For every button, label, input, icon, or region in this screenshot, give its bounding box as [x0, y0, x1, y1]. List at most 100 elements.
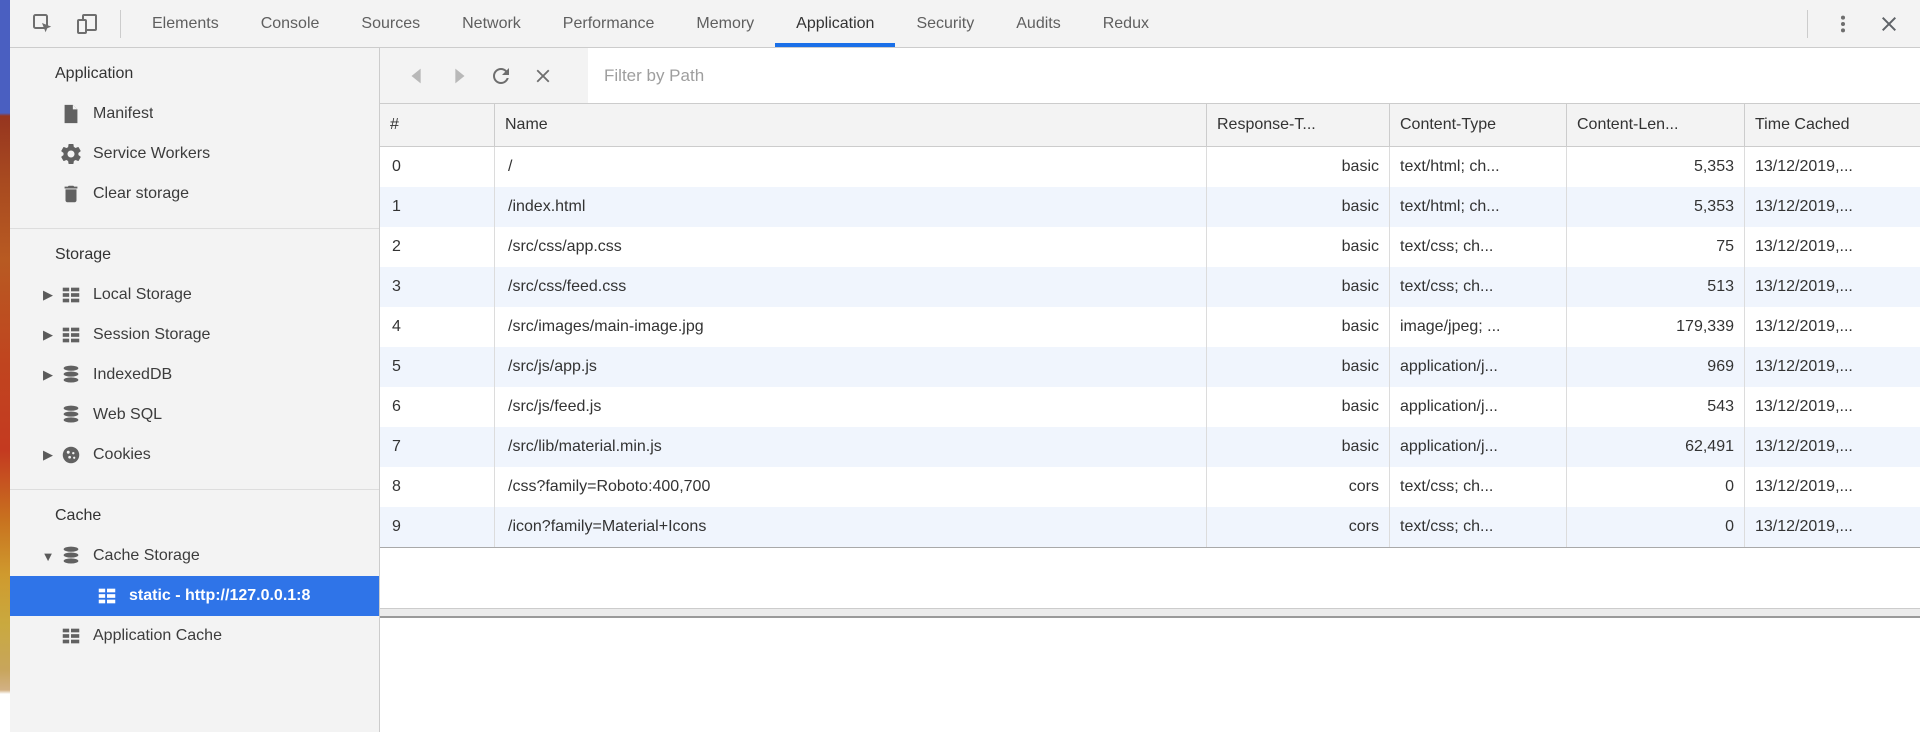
tab-security[interactable]: Security [916, 14, 975, 32]
sidebar-item-cache-storage[interactable]: ▼ Cache Storage [10, 536, 379, 576]
toolbar-separator [120, 9, 121, 38]
back-button[interactable] [404, 63, 430, 89]
filter-by-path-input[interactable] [588, 48, 1920, 103]
sidebar-item-label: Local Storage [93, 286, 192, 303]
device-toolbar-icon [75, 12, 99, 36]
tab-elements[interactable]: Elements [152, 14, 219, 32]
cell-response-type: basic [1207, 227, 1390, 267]
tab-console[interactable]: Console [260, 14, 320, 32]
cell-content-length: 5,353 [1567, 147, 1745, 187]
tab-network[interactable]: Network [462, 14, 521, 32]
table-row[interactable]: 4 /src/images/main-image.jpg basic image… [380, 307, 1920, 347]
cell-content-type: text/html; ch... [1390, 147, 1567, 187]
cell-name: /css?family=Roboto:400,700 [495, 467, 1207, 507]
cell-content-length: 62,491 [1567, 427, 1745, 467]
sidebar-item-web-sql[interactable]: Web SQL [10, 395, 379, 435]
panel-splitter-handle[interactable] [380, 608, 1920, 618]
more-options-button[interactable] [1826, 7, 1860, 41]
clear-button[interactable] [530, 63, 556, 89]
sidebar-item-cookies[interactable]: ▶ Cookies [10, 435, 379, 475]
sidebar-item-local-storage[interactable]: ▶ Local Storage [10, 275, 379, 315]
cell-name: /index.html [495, 187, 1207, 227]
sidebar-item-static-cache[interactable]: static - http://127.0.0.1:8 [10, 576, 379, 616]
tab-sources[interactable]: Sources [361, 14, 421, 32]
table-icon [59, 283, 83, 307]
sidebar-item-indexeddb[interactable]: ▶ IndexedDB [10, 355, 379, 395]
tab-performance[interactable]: Performance [562, 14, 655, 32]
cell-response-type: basic [1207, 387, 1390, 427]
toolbar-separator [1807, 9, 1808, 38]
table-row[interactable]: 0 / basic text/html; ch... 5,353 13/12/2… [380, 147, 1920, 187]
table-row[interactable]: 8 /css?family=Roboto:400,700 cors text/c… [380, 467, 1920, 507]
devtools-tabbar: Elements Console Sources Network Perform… [10, 0, 1920, 48]
table-icon [95, 584, 119, 608]
sidebar-item-clear-storage[interactable]: Clear storage [10, 174, 379, 214]
device-toolbar-button[interactable] [70, 7, 104, 41]
database-icon [59, 544, 83, 568]
cell-name: /src/css/app.css [495, 227, 1207, 267]
cell-response-type: basic [1207, 187, 1390, 227]
sidebar-item-label: Service Workers [93, 145, 211, 162]
table-row[interactable]: 7 /src/lib/material.min.js basic applica… [380, 427, 1920, 467]
cookie-icon [59, 443, 83, 467]
column-header-content-length[interactable]: Content-Len... [1567, 104, 1745, 146]
refresh-button[interactable] [488, 63, 514, 89]
cell-index: 0 [380, 147, 495, 187]
column-header-content-type[interactable]: Content-Type [1390, 104, 1567, 146]
sidebar-item-service-workers[interactable]: Service Workers [10, 134, 379, 174]
cell-content-type: application/j... [1390, 387, 1567, 427]
tab-redux[interactable]: Redux [1102, 14, 1149, 32]
table-row[interactable]: 1 /index.html basic text/html; ch... 5,3… [380, 187, 1920, 227]
cell-response-type: basic [1207, 147, 1390, 187]
table-row[interactable]: 6 /src/js/feed.js basic application/j...… [380, 387, 1920, 427]
database-icon [59, 403, 83, 427]
forward-button[interactable] [446, 63, 472, 89]
tab-application[interactable]: Application [775, 0, 895, 47]
tab-audits[interactable]: Audits [1016, 14, 1061, 32]
expand-arrow-icon[interactable]: ▶ [43, 327, 53, 342]
cell-time-cached: 13/12/2019,... [1755, 158, 1853, 175]
cell-name: /src/js/app.js [495, 347, 1207, 387]
background-page-sliver [0, 0, 10, 732]
cell-content-length: 5,353 [1567, 187, 1745, 227]
cell-content-type: text/css; ch... [1390, 507, 1567, 547]
cell-response-type: cors [1207, 467, 1390, 507]
expand-arrow-icon[interactable]: ▶ [43, 447, 53, 462]
cell-content-length: 75 [1567, 227, 1745, 267]
cell-time-cached: 13/12/2019,... [1755, 518, 1853, 535]
sidebar-item-label: static - http://127.0.0.1:8 [129, 587, 311, 604]
tab-memory[interactable]: Memory [696, 14, 755, 32]
column-header-time-cached[interactable]: Time Cached [1755, 116, 1850, 133]
section-title: Storage [55, 246, 112, 263]
sidebar-section-application: Application Manifest [10, 48, 379, 228]
expand-arrow-icon[interactable]: ▶ [43, 367, 53, 382]
sidebar-section-storage: Storage ▶ Local Storage [10, 228, 379, 489]
inspect-element-button[interactable] [26, 7, 60, 41]
close-devtools-button[interactable] [1872, 7, 1906, 41]
table-row[interactable]: 5 /src/js/app.js basic application/j... … [380, 347, 1920, 387]
table-row[interactable]: 3 /src/css/feed.css basic text/css; ch..… [380, 267, 1920, 307]
table-row[interactable]: 9 /icon?family=Material+Icons cors text/… [380, 507, 1920, 547]
trash-icon [59, 182, 83, 206]
column-header-index[interactable]: # [380, 104, 495, 146]
sidebar-item-application-cache[interactable]: Application Cache [10, 616, 379, 656]
cell-index: 3 [380, 267, 495, 307]
cell-time-cached: 13/12/2019,... [1755, 398, 1853, 415]
expand-arrow-icon[interactable]: ▶ [43, 287, 53, 302]
sidebar-item-label: Cache Storage [93, 547, 200, 564]
sidebar-item-session-storage[interactable]: ▶ Session Storage [10, 315, 379, 355]
cell-name: /icon?family=Material+Icons [495, 507, 1207, 547]
gear-icon [59, 142, 83, 166]
table-header-row: # Name Response-T... Content-Type Conten… [380, 104, 1920, 147]
column-header-response-type[interactable]: Response-T... [1207, 104, 1390, 146]
cell-index: 8 [380, 467, 495, 507]
file-icon [59, 102, 83, 126]
table-row[interactable]: 2 /src/css/app.css basic text/css; ch...… [380, 227, 1920, 267]
column-header-name[interactable]: Name [495, 104, 1207, 146]
cell-content-type: application/j... [1390, 347, 1567, 387]
sidebar-item-label: Clear storage [93, 185, 190, 202]
cell-content-type: image/jpeg; ... [1390, 307, 1567, 347]
sidebar-item-manifest[interactable]: Manifest [10, 94, 379, 134]
sidebar-item-label: Application Cache [93, 627, 222, 644]
collapse-arrow-icon[interactable]: ▼ [41, 548, 55, 564]
